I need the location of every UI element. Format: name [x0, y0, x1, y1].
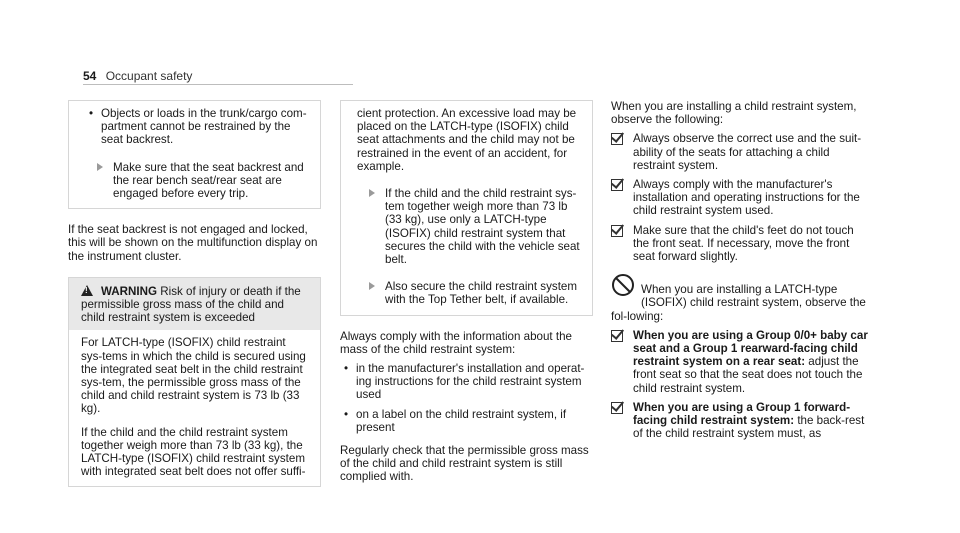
- arrow-right-icon: [369, 189, 375, 198]
- bullet-text: Objects or loads in the trunk/cargo com-…: [101, 107, 307, 147]
- checklist-item: When you are using a Group 1 forward-fac…: [611, 401, 873, 441]
- checklist-item: Always observe the correct use and the s…: [611, 132, 873, 172]
- warning-icon: [81, 284, 93, 296]
- arrow-right-icon: [97, 162, 103, 171]
- page-number: 54: [83, 69, 97, 83]
- note-box-1: • Objects or loads in the trunk/cargo co…: [68, 100, 321, 210]
- checklist-item: Make sure that the child's feet do not t…: [611, 224, 873, 264]
- checklist-bold: When you are using a Group 0/0+ baby car…: [633, 328, 868, 369]
- checkbox-checked-icon: [611, 133, 623, 146]
- warning-paragraph: For LATCH-type (ISOFIX) child restraint …: [81, 336, 306, 416]
- checklist-item: When you are using a Group 0/0+ baby car…: [611, 329, 873, 395]
- warning-box: WARNING Risk of injury or death if the p…: [68, 276, 321, 488]
- section-title: Occupant safety: [105, 69, 193, 83]
- checklist-text: When you are using a Group 1 forward-fac…: [633, 401, 873, 441]
- paragraph: Always comply with the information about…: [340, 329, 572, 356]
- bullet-icon: •: [344, 362, 349, 376]
- checklist-text: When you are using a Group 0/0+ baby car…: [633, 329, 873, 395]
- checklist-rest: the back-rest of the child restraint sys…: [633, 414, 865, 441]
- checklist-text: Always observe the correct use and the s…: [633, 132, 862, 172]
- bullet-text: on a label on the child restraint system…: [356, 407, 567, 434]
- bullet-text: in the manufacturer's installation and o…: [356, 362, 585, 402]
- bullet-icon: •: [89, 107, 94, 120]
- warning-header: WARNING Risk of injury or death if the p…: [69, 277, 320, 331]
- instruction-text: If the child and the child restraint sys…: [385, 187, 580, 267]
- column-3: When you are installing a child restrain…: [611, 100, 873, 440]
- checklist-text: Always comply with the manufacturer's in…: [633, 178, 860, 218]
- list-item: • Objects or loads in the trunk/cargo co…: [85, 107, 310, 147]
- bullet-icon: •: [344, 407, 349, 421]
- warning-continued-box: cient protection. An excessive load may …: [340, 100, 593, 316]
- warning-paragraph: If the child and the child restraint sys…: [81, 425, 306, 479]
- paragraph: If the seat backrest is not engaged and …: [68, 223, 318, 263]
- header-divider: [83, 84, 353, 85]
- instruction-text: Also secure the child restraint system w…: [385, 280, 578, 307]
- arrow-right-icon: [369, 282, 375, 291]
- warning-paragraph: cient protection. An excessive load may …: [357, 107, 577, 173]
- checklist-item: Always comply with the manufacturer's in…: [611, 178, 873, 218]
- checkbox-checked-icon: [611, 224, 623, 237]
- page-header: 54 Occupant safety: [83, 69, 193, 83]
- column-1: • Objects or loads in the trunk/cargo co…: [68, 100, 321, 488]
- list-item: • in the manufacturer's installation and…: [340, 362, 593, 402]
- checkbox-checked-icon: [611, 401, 623, 414]
- checkbox-checked-icon: [611, 179, 623, 192]
- column-2: cient protection. An excessive load may …: [340, 100, 593, 484]
- warning-body: For LATCH-type (ISOFIX) child restraint …: [69, 330, 320, 486]
- paragraph: When you are installing a child restrain…: [611, 100, 857, 127]
- paragraph: Regularly check that the permissible gro…: [340, 444, 589, 484]
- checklist-text: Make sure that the child's feet do not t…: [633, 223, 854, 264]
- checklist-bold: When you are using a Group 1 forward-fac…: [633, 400, 851, 428]
- instruction-item: If the child and the child restraint sys…: [357, 187, 582, 266]
- instruction-item: Also secure the child restraint system w…: [357, 280, 582, 306]
- note-text: When you are installing a LATCH-type (IS…: [611, 283, 866, 323]
- list-item: • on a label on the child restraint syst…: [340, 408, 593, 434]
- instruction-text: Make sure that the seat backrest and the…: [113, 160, 304, 201]
- prohibition-note: When you are installing a LATCH-type (IS…: [611, 273, 873, 323]
- checkbox-checked-icon: [611, 329, 623, 342]
- instruction-item: Make sure that the seat backrest and the…: [85, 161, 310, 201]
- warning-label: WARNING: [101, 284, 158, 298]
- checklist-rest: adjust the front seat so that the seat d…: [633, 355, 863, 395]
- warning-headline: Risk of injury or death if the permissib…: [81, 284, 301, 325]
- prohibited-icon: [612, 274, 634, 297]
